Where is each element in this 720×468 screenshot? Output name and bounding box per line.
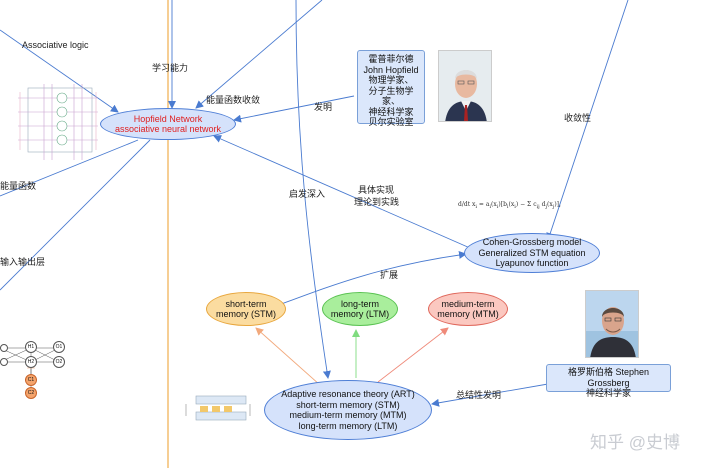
context-node-c2: C2	[25, 387, 37, 399]
mtm-node-line1: medium-term	[441, 298, 495, 309]
portrait-hopfield-icon	[439, 51, 491, 121]
output-node-o2: O2	[53, 356, 65, 368]
art-node-line2: short-term memory (STM)	[296, 399, 400, 410]
input-node-2	[0, 358, 8, 366]
john-hopfield-info-box: 霍普菲尔德 John Hopfield 物理学家、 分子生物学家、 神经科学家 …	[357, 50, 425, 127]
hopfield-node-title: Hopfield Network	[133, 113, 203, 124]
label-associative-logic: Associative logic	[22, 40, 89, 50]
grossberg-info-line1: 格罗斯伯格 Stephen Grossberg	[567, 367, 650, 388]
edge-associative-logic	[0, 29, 119, 113]
hopfield-info-line4: 分子生物学家、	[368, 85, 414, 107]
edge-top-right	[195, 0, 323, 109]
label-energy-function: 能量函数	[0, 181, 37, 191]
label-implement-2: 理论到实践	[354, 197, 400, 207]
label-implement-1: 具体实现	[358, 185, 395, 195]
label-inspire: 启发深入	[289, 189, 326, 199]
hidden-node-h1: H1	[25, 341, 37, 353]
label-io-layer: 输入输出层	[0, 257, 46, 267]
cohen-grossberg-node: Cohen-Grossberg model Generalized STM eq…	[464, 233, 600, 273]
portrait-grossberg-icon	[586, 291, 638, 357]
mtm-node: medium-term memory (MTM)	[428, 292, 508, 326]
edge-art-mtm	[377, 327, 449, 383]
art-node: Adaptive resonance theory (ART) short-te…	[264, 380, 432, 440]
edge-io-layer	[0, 139, 151, 291]
grossberg-info-line2: 神经科学家	[585, 388, 631, 398]
hopfield-info-line1: 霍普菲尔德	[368, 54, 414, 64]
edge-energy-function	[0, 139, 139, 197]
input-node-1	[0, 344, 8, 352]
cohen-node-line1: Cohen-Grossberg model	[482, 237, 582, 248]
john-hopfield-photo	[438, 50, 492, 122]
ltm-node-line1: long-term	[340, 298, 379, 309]
label-invented: 发明	[314, 102, 333, 112]
edge-art-stm	[255, 327, 321, 386]
stephen-grossberg-photo	[585, 290, 639, 358]
label-energy-convergence: 能量函数收敛	[206, 95, 261, 105]
hopfield-info-line6: 贝尔实验室	[368, 117, 414, 127]
art-node-line3: medium-term memory (MTM)	[289, 410, 407, 420]
stm-node-line2: memory (STM)	[216, 309, 276, 319]
cohen-node-line2: Generalized STM equation	[478, 247, 586, 258]
mtm-node-line2: memory (MTM)	[437, 309, 499, 319]
art-node-line4: long-term memory (LTM)	[298, 420, 398, 431]
stm-node-line1: short-term	[225, 298, 267, 309]
hopfield-info-line3: 物理学家、	[368, 75, 414, 85]
label-summary-invent: 总结性发明	[456, 390, 502, 400]
label-learning: 学习能力	[152, 63, 189, 73]
art-architecture-diagram	[185, 395, 251, 421]
art-node-line1: Adaptive resonance theory (ART)	[281, 389, 415, 399]
edge-invented	[233, 95, 355, 123]
stm-node: short-term memory (STM)	[206, 292, 286, 326]
hopfield-network-node: Hopfield Network associative neural netw…	[100, 108, 236, 140]
context-node-c1: C1	[25, 374, 37, 386]
cohen-node-line3: Lyapunov function	[495, 258, 569, 269]
edge-extend	[275, 251, 467, 307]
edge-inspire	[295, 0, 331, 379]
ltm-node-line2: memory (LTM)	[330, 309, 390, 319]
edge-convergence	[546, 0, 629, 241]
edge-summary-invent	[431, 383, 549, 407]
hopfield-info-line2: John Hopfield	[363, 64, 419, 75]
edge-implement	[213, 135, 471, 249]
hidden-node-h2: H2	[25, 356, 37, 368]
watermark: 知乎 @史博	[590, 433, 680, 452]
output-node-o1: O1	[53, 341, 65, 353]
stephen-grossberg-info-box: 格罗斯伯格 Stephen Grossberg 神经科学家	[546, 364, 671, 398]
hopfield-info-line5: 神经科学家	[368, 106, 414, 117]
hopfield-network-diagram	[18, 84, 98, 160]
label-convergence: 收敛性	[564, 113, 592, 123]
cohen-grossberg-equation: d/dt xi = ai(xi)[bi(xi) − Σ cij dj(xj)],	[458, 201, 561, 211]
hopfield-node-subtitle: associative neural network	[114, 124, 222, 134]
label-extend: 扩展	[380, 270, 399, 280]
ltm-node: long-term memory (LTM)	[322, 292, 398, 326]
